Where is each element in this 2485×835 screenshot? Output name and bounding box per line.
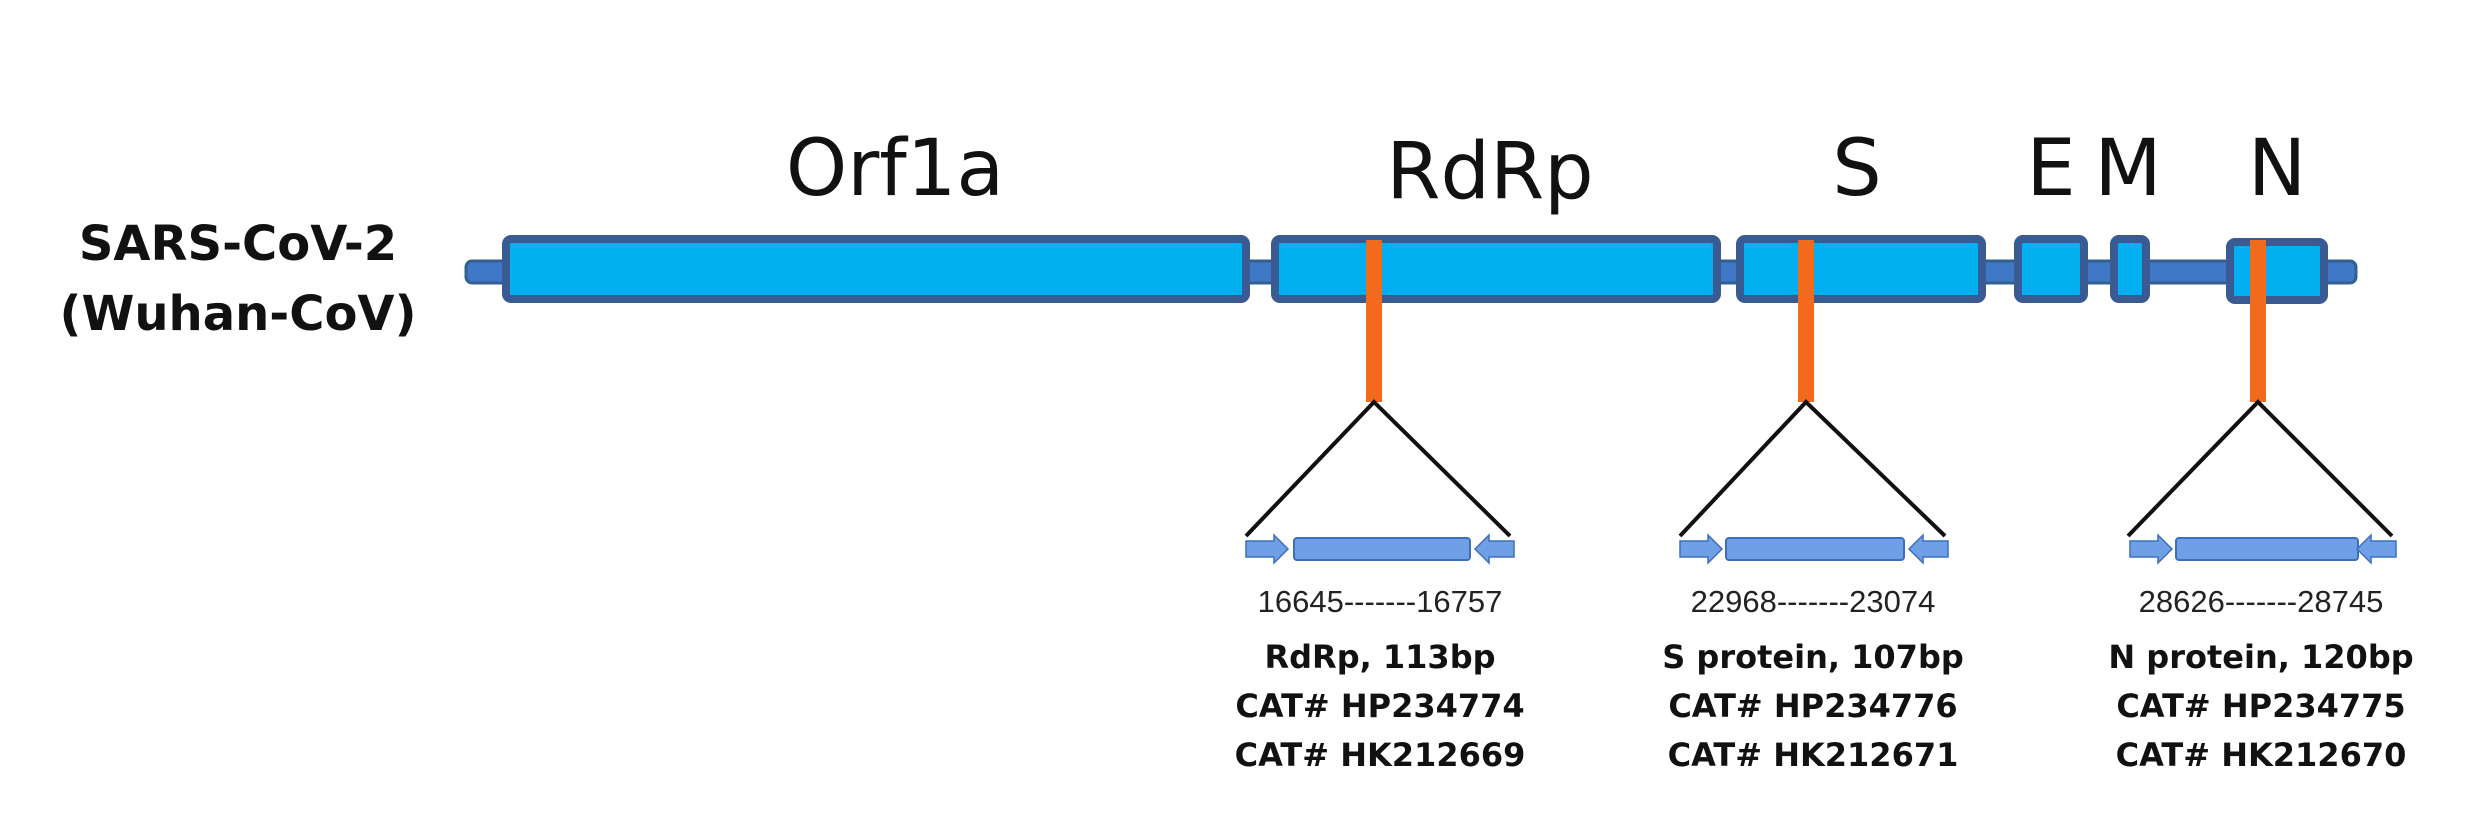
- gene-box-m: [2110, 235, 2150, 303]
- amplicon-cat2-s: CAT# HK212671: [1668, 736, 1959, 774]
- amplicon-cat1-s: CAT# HP234776: [1668, 687, 1957, 725]
- gene-box-e: [2014, 235, 2088, 303]
- probe-marker-n: [2250, 240, 2266, 402]
- amplicon-cat2-n: CAT# HK212670: [2116, 736, 2407, 774]
- forward-primer-s: [1679, 533, 1724, 565]
- gene-box-orf1a: [502, 235, 1250, 303]
- reverse-primer-s: [1907, 533, 1949, 565]
- gene-label-orf1a: Orf1a: [786, 124, 1004, 214]
- amplicon-cat1-rdrp: CAT# HP234774: [1235, 687, 1524, 725]
- gene-label-rdrp: RdRp: [1386, 127, 1593, 217]
- amplicon-name-n: N protein, 120bp: [2108, 638, 2413, 676]
- amplicon-bar-n: [2175, 537, 2359, 561]
- amplicon-range-n: 28626-------28745: [2139, 584, 2384, 619]
- gene-box-n: [2226, 238, 2328, 304]
- amplicon-name-rdrp: RdRp, 113bp: [1265, 638, 1496, 676]
- gene-label-s: S: [1832, 124, 1882, 214]
- gene-box-rdrp: [1271, 235, 1721, 303]
- reverse-primer-rdrp: [1473, 533, 1515, 565]
- forward-primer-n: [2129, 533, 2174, 565]
- amplicon-n: 28626-------28745 N protein, 120bp CAT# …: [2108, 240, 2414, 774]
- virus-strain: (Wuhan-CoV): [60, 286, 417, 342]
- amplicon-rdrp: 16645-------16757 RdRp, 113bp CAT# HP234…: [1235, 240, 1526, 774]
- forward-primer-rdrp: [1245, 533, 1290, 565]
- amplicon-cat1-n: CAT# HP234775: [2116, 687, 2405, 725]
- probe-marker-s: [1798, 240, 1814, 402]
- amplicon-name-s: S protein, 107bp: [1662, 638, 1964, 676]
- zoom-lines-rdrp: [1244, 399, 1512, 538]
- gene-box-s: [1736, 235, 1986, 303]
- probe-marker-rdrp: [1366, 240, 1382, 402]
- amplicon-range-s: 22968-------23074: [1691, 584, 1936, 619]
- amplicon-cat2-rdrp: CAT# HK212669: [1235, 736, 1526, 774]
- gene-label-n: N: [2248, 124, 2306, 214]
- amplicon-bar-s: [1725, 537, 1905, 561]
- zoom-lines-s: [1678, 399, 1947, 538]
- amplicon-range-rdrp: 16645-------16757: [1258, 584, 1503, 619]
- amplicon-bar-rdrp: [1293, 537, 1471, 561]
- gene-label-e: E: [2026, 124, 2075, 214]
- amplicon-s: 22968-------23074 S protein, 107bp CAT# …: [1662, 240, 1964, 774]
- virus-name: SARS-CoV-2: [79, 216, 397, 272]
- gene-label-m: M: [2094, 124, 2161, 214]
- reverse-primer-n: [2355, 533, 2397, 565]
- zoom-lines-n: [2126, 399, 2394, 538]
